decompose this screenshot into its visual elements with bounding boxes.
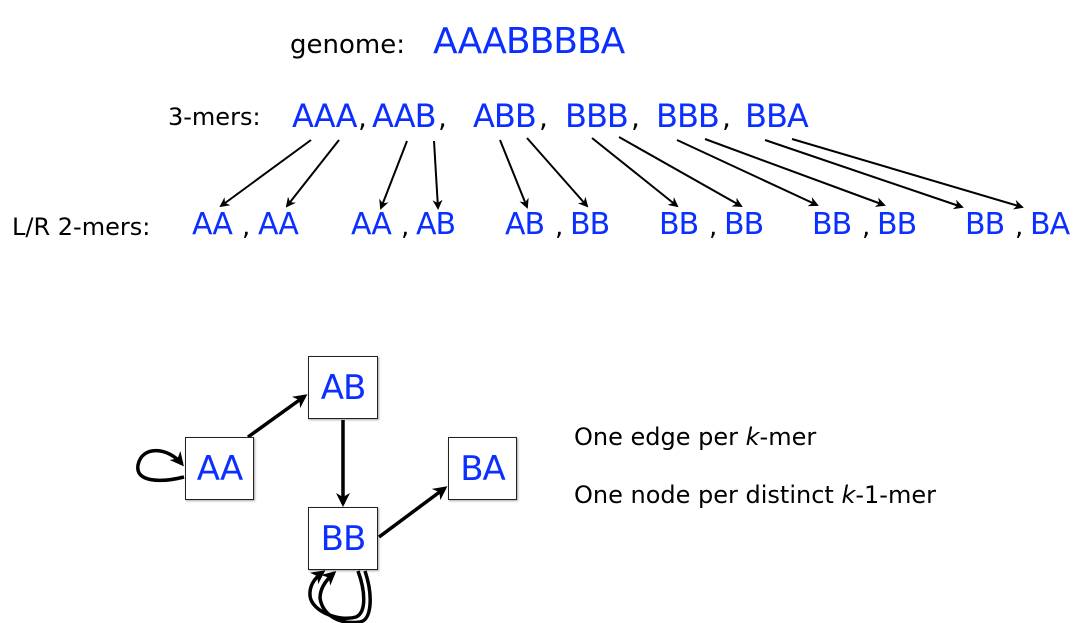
comma-separator: , [539, 101, 548, 134]
kmer-item: AAA [292, 97, 357, 135]
left-2mer: AA [192, 207, 233, 242]
left-2mer: AA [351, 207, 392, 242]
derivation-arrow [618, 136, 743, 207]
note-node-per-k-1-mer: One node per distinct k-1-mer [574, 483, 936, 507]
comma-separator: , [631, 101, 640, 134]
right-2mer: AA [258, 207, 299, 242]
edge-bb-self-loop-2 [318, 570, 372, 623]
comma-separator: , [401, 212, 410, 242]
kmer-item: BBB [656, 97, 720, 135]
comma-separator: , [862, 212, 871, 242]
note-text: One node per distinct [574, 481, 842, 509]
note-text: -mer [759, 423, 817, 451]
comma-separator: , [242, 212, 251, 242]
kmer-to-2mer-arrows [219, 136, 1024, 210]
lr-2mers-label: L/R 2-mers: [12, 213, 151, 241]
comma-separator: , [1015, 212, 1024, 242]
right-2mer: BB [877, 207, 917, 242]
node-bb: BB [308, 507, 378, 570]
right-2mer: BB [724, 207, 764, 242]
comma-separator: , [555, 212, 564, 242]
note-text: -1-mer [855, 481, 936, 509]
kmer-item: AAB [372, 97, 437, 135]
derivation-arrow [764, 139, 964, 210]
derivation-arrow [499, 139, 529, 209]
derivation-arrow [526, 137, 589, 208]
genome-label: genome: [290, 30, 405, 60]
derivation-arrow [591, 137, 679, 208]
left-2mer: BB [659, 207, 699, 242]
kmer-item: BBB [565, 97, 629, 135]
genome-sequence: AAABBBBA [433, 21, 625, 62]
edge-bb-self-loop-1 [308, 570, 366, 620]
note-edge-per-kmer: One edge per k-mer [574, 425, 816, 449]
comma-separator: , [722, 101, 731, 134]
derivation-arrow [676, 139, 819, 207]
comma-separator: , [358, 101, 367, 134]
note-k: k [841, 481, 856, 509]
left-2mer: BB [812, 207, 852, 242]
right-2mer: AB [416, 207, 456, 242]
left-2mer: BB [965, 207, 1005, 242]
node-ab: AB [308, 356, 378, 419]
node-aa: AA [185, 437, 254, 500]
left-2mer: AB [505, 207, 545, 242]
derivation-arrow [285, 139, 340, 208]
edge-aa-self-loop [136, 449, 185, 483]
derivation-arrow [791, 138, 1024, 210]
comma-separator: , [438, 101, 447, 134]
note-text: One edge per [574, 423, 746, 451]
graph-edges [136, 394, 448, 623]
derivation-arrow [432, 140, 443, 210]
kmer-item: BBA [745, 97, 809, 135]
edge-aa-ab [246, 394, 308, 439]
derivation-arrow [704, 138, 886, 207]
comma-separator: , [709, 212, 718, 242]
node-ba: BA [448, 437, 517, 500]
kmer-item: ABB [473, 97, 537, 135]
derivation-arrow [219, 139, 312, 208]
edge-bb-ba [377, 486, 448, 539]
note-k: k [745, 423, 760, 451]
derivation-arrow [379, 140, 408, 210]
kmers-label: 3-mers: [168, 103, 261, 131]
right-2mer: BB [570, 207, 610, 242]
right-2mer: BA [1030, 207, 1070, 242]
